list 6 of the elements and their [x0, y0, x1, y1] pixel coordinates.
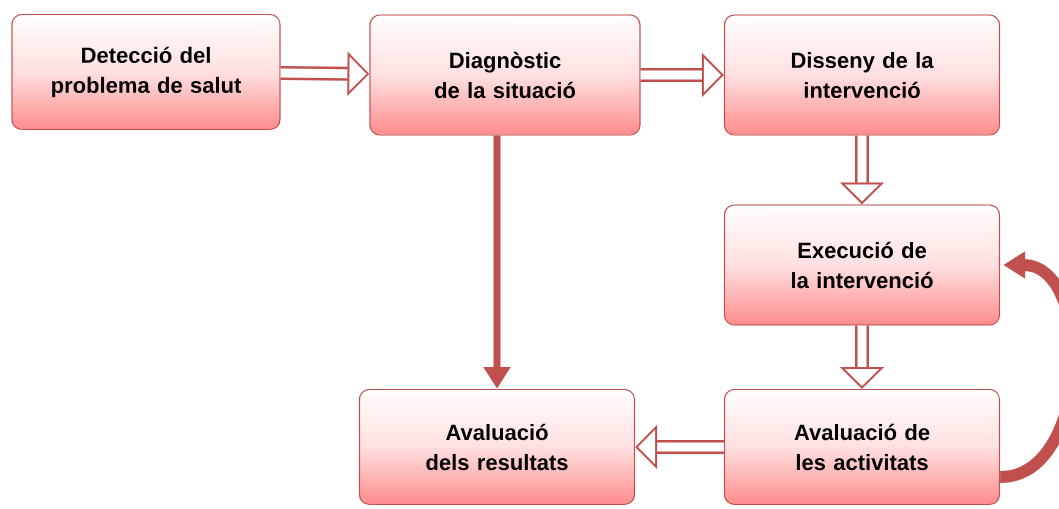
process-box: Diagnòstic de la situació [369, 14, 641, 136]
process-box: Avaluació dels resultats [358, 388, 636, 506]
process-box: Disseny de la intervenció [723, 14, 1001, 136]
process-box: Avaluació de les activitats [723, 388, 1001, 506]
process-box: Detecció del problema de salut [11, 13, 281, 131]
process-box: Execució de la intervenció [723, 204, 1001, 326]
